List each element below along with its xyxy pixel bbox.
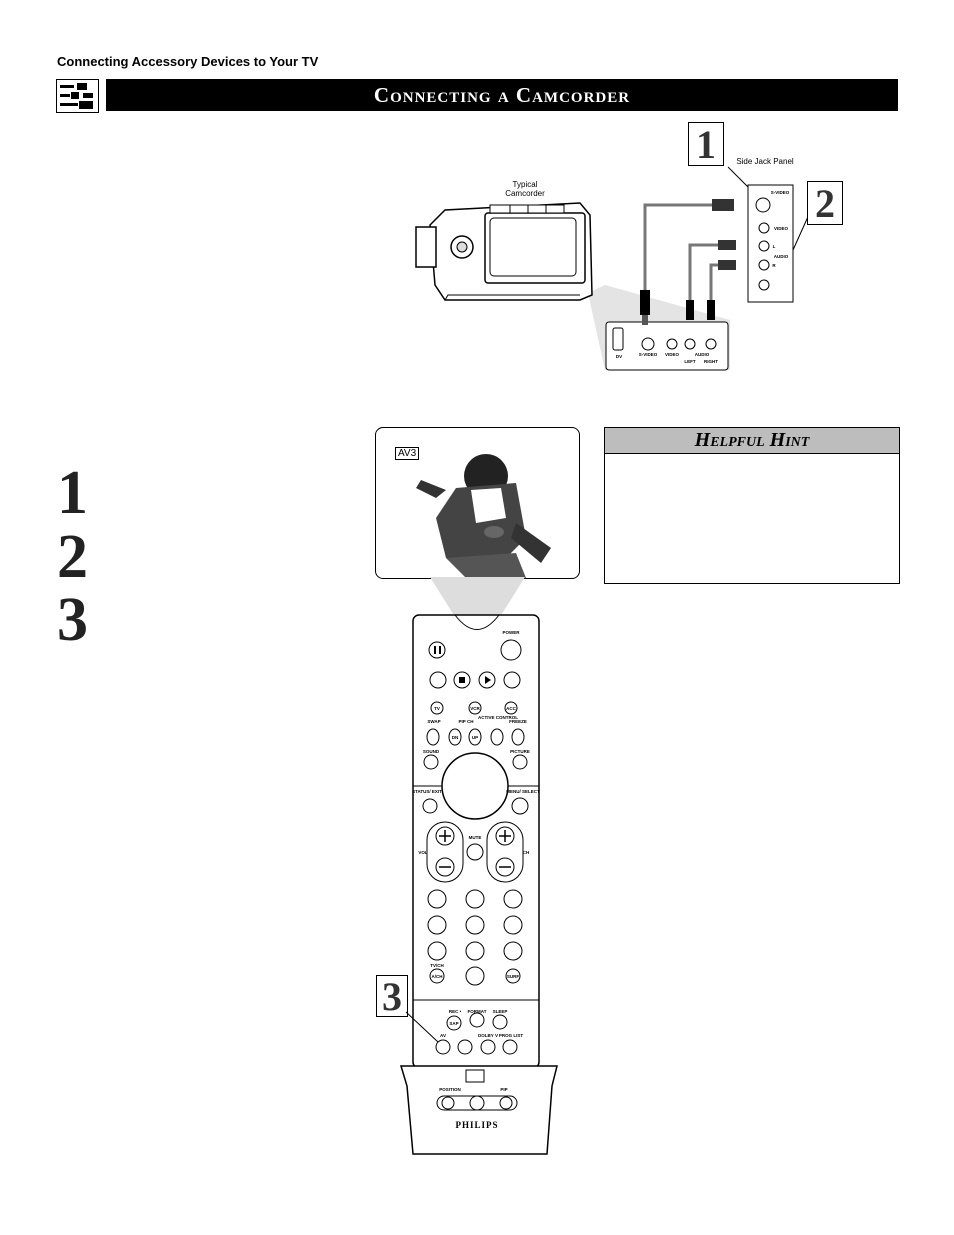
- svg-text:PICTURE: PICTURE: [510, 749, 530, 754]
- hint-title: Helpful Hint: [605, 428, 899, 454]
- side-jack-label: Side Jack Panel: [736, 157, 794, 166]
- step-badge-3: 3: [376, 974, 408, 1019]
- svg-text:DV: DV: [616, 354, 622, 359]
- step-number-3: 3: [57, 586, 88, 654]
- camcorder-label-2: Camcorder: [505, 189, 545, 198]
- svg-text:SAP: SAP: [449, 1021, 458, 1026]
- svg-text:L: L: [773, 244, 776, 249]
- svg-text:MENU/ SELECT: MENU/ SELECT: [506, 789, 540, 794]
- svg-text:POSITION: POSITION: [439, 1087, 461, 1092]
- svg-text:POWER: POWER: [502, 630, 520, 635]
- svg-text:DN: DN: [452, 735, 459, 740]
- svg-text:ACC: ACC: [506, 706, 516, 711]
- svg-text:FREEZE: FREEZE: [509, 719, 527, 724]
- svg-text:VIDEO: VIDEO: [665, 352, 680, 357]
- svg-text:FORMAT: FORMAT: [468, 1009, 487, 1014]
- remote-control: POWER TV VCR ACC SWAP PIP CH ACTIVE CONT…: [400, 614, 558, 1155]
- svg-text:PIP CH: PIP CH: [459, 719, 474, 724]
- svg-text:A/CH: A/CH: [432, 974, 443, 979]
- svg-text:TV: TV: [434, 706, 440, 711]
- camcorder-label: Typical: [513, 180, 538, 189]
- svg-text:DOLBY V: DOLBY V: [478, 1033, 498, 1038]
- svg-text:ACTIVE CONTROL: ACTIVE CONTROL: [478, 715, 518, 720]
- svg-text:VOL: VOL: [418, 850, 428, 855]
- svg-text:SURF: SURF: [507, 974, 520, 979]
- svg-text:RIGHT: RIGHT: [704, 359, 718, 364]
- section-label: Connecting Accessory Devices to Your TV: [57, 54, 319, 69]
- svg-text:S-VIDEO: S-VIDEO: [771, 190, 790, 195]
- svg-text:AUDIO: AUDIO: [695, 352, 710, 357]
- svg-text:AUDIO: AUDIO: [774, 254, 789, 259]
- svg-text:SWAP: SWAP: [427, 719, 440, 724]
- svg-text:AV: AV: [440, 1033, 446, 1038]
- svg-text:SOUND: SOUND: [423, 749, 440, 754]
- svg-text:TV/CH: TV/CH: [430, 963, 444, 968]
- svg-text:PROG LIST: PROG LIST: [499, 1033, 524, 1038]
- helpful-hint-box: Helpful Hint: [604, 427, 900, 584]
- svg-text:UP: UP: [472, 735, 478, 740]
- svg-text:R: R: [772, 263, 776, 268]
- step-badge-2: 2: [807, 181, 843, 226]
- projection-wedge: [430, 577, 525, 617]
- connection-diagram: Typical Camcorder DV S-VIDEO VIDEO AUDIO…: [415, 157, 812, 371]
- av-button-pointer: [405, 1011, 439, 1043]
- step-number-2: 2: [57, 523, 88, 591]
- step-number-1: 1: [57, 459, 88, 527]
- svg-text:STATUS/ EXIT: STATUS/ EXIT: [412, 789, 442, 794]
- svg-text:REC •: REC •: [449, 1009, 462, 1014]
- svg-text:SLEEP: SLEEP: [493, 1009, 508, 1014]
- svg-text:PIP: PIP: [500, 1087, 507, 1092]
- football-player-image: [416, 454, 551, 578]
- source-badge: AV3: [395, 447, 420, 460]
- page-title: Connecting a Camcorder: [106, 79, 898, 111]
- svg-text:CH: CH: [523, 850, 530, 855]
- svg-text:VIDEO: VIDEO: [774, 226, 789, 231]
- svg-text:LEFT: LEFT: [684, 359, 695, 364]
- svg-text:MUTE: MUTE: [469, 835, 482, 840]
- camcorder-illustration: [415, 202, 593, 301]
- step-badge-1: 1: [688, 122, 724, 167]
- connector-icon: [56, 79, 99, 113]
- svg-text:S-VIDEO: S-VIDEO: [639, 352, 658, 357]
- svg-text:VCR: VCR: [470, 706, 480, 711]
- brand-logo: PHILIPS: [455, 1120, 498, 1130]
